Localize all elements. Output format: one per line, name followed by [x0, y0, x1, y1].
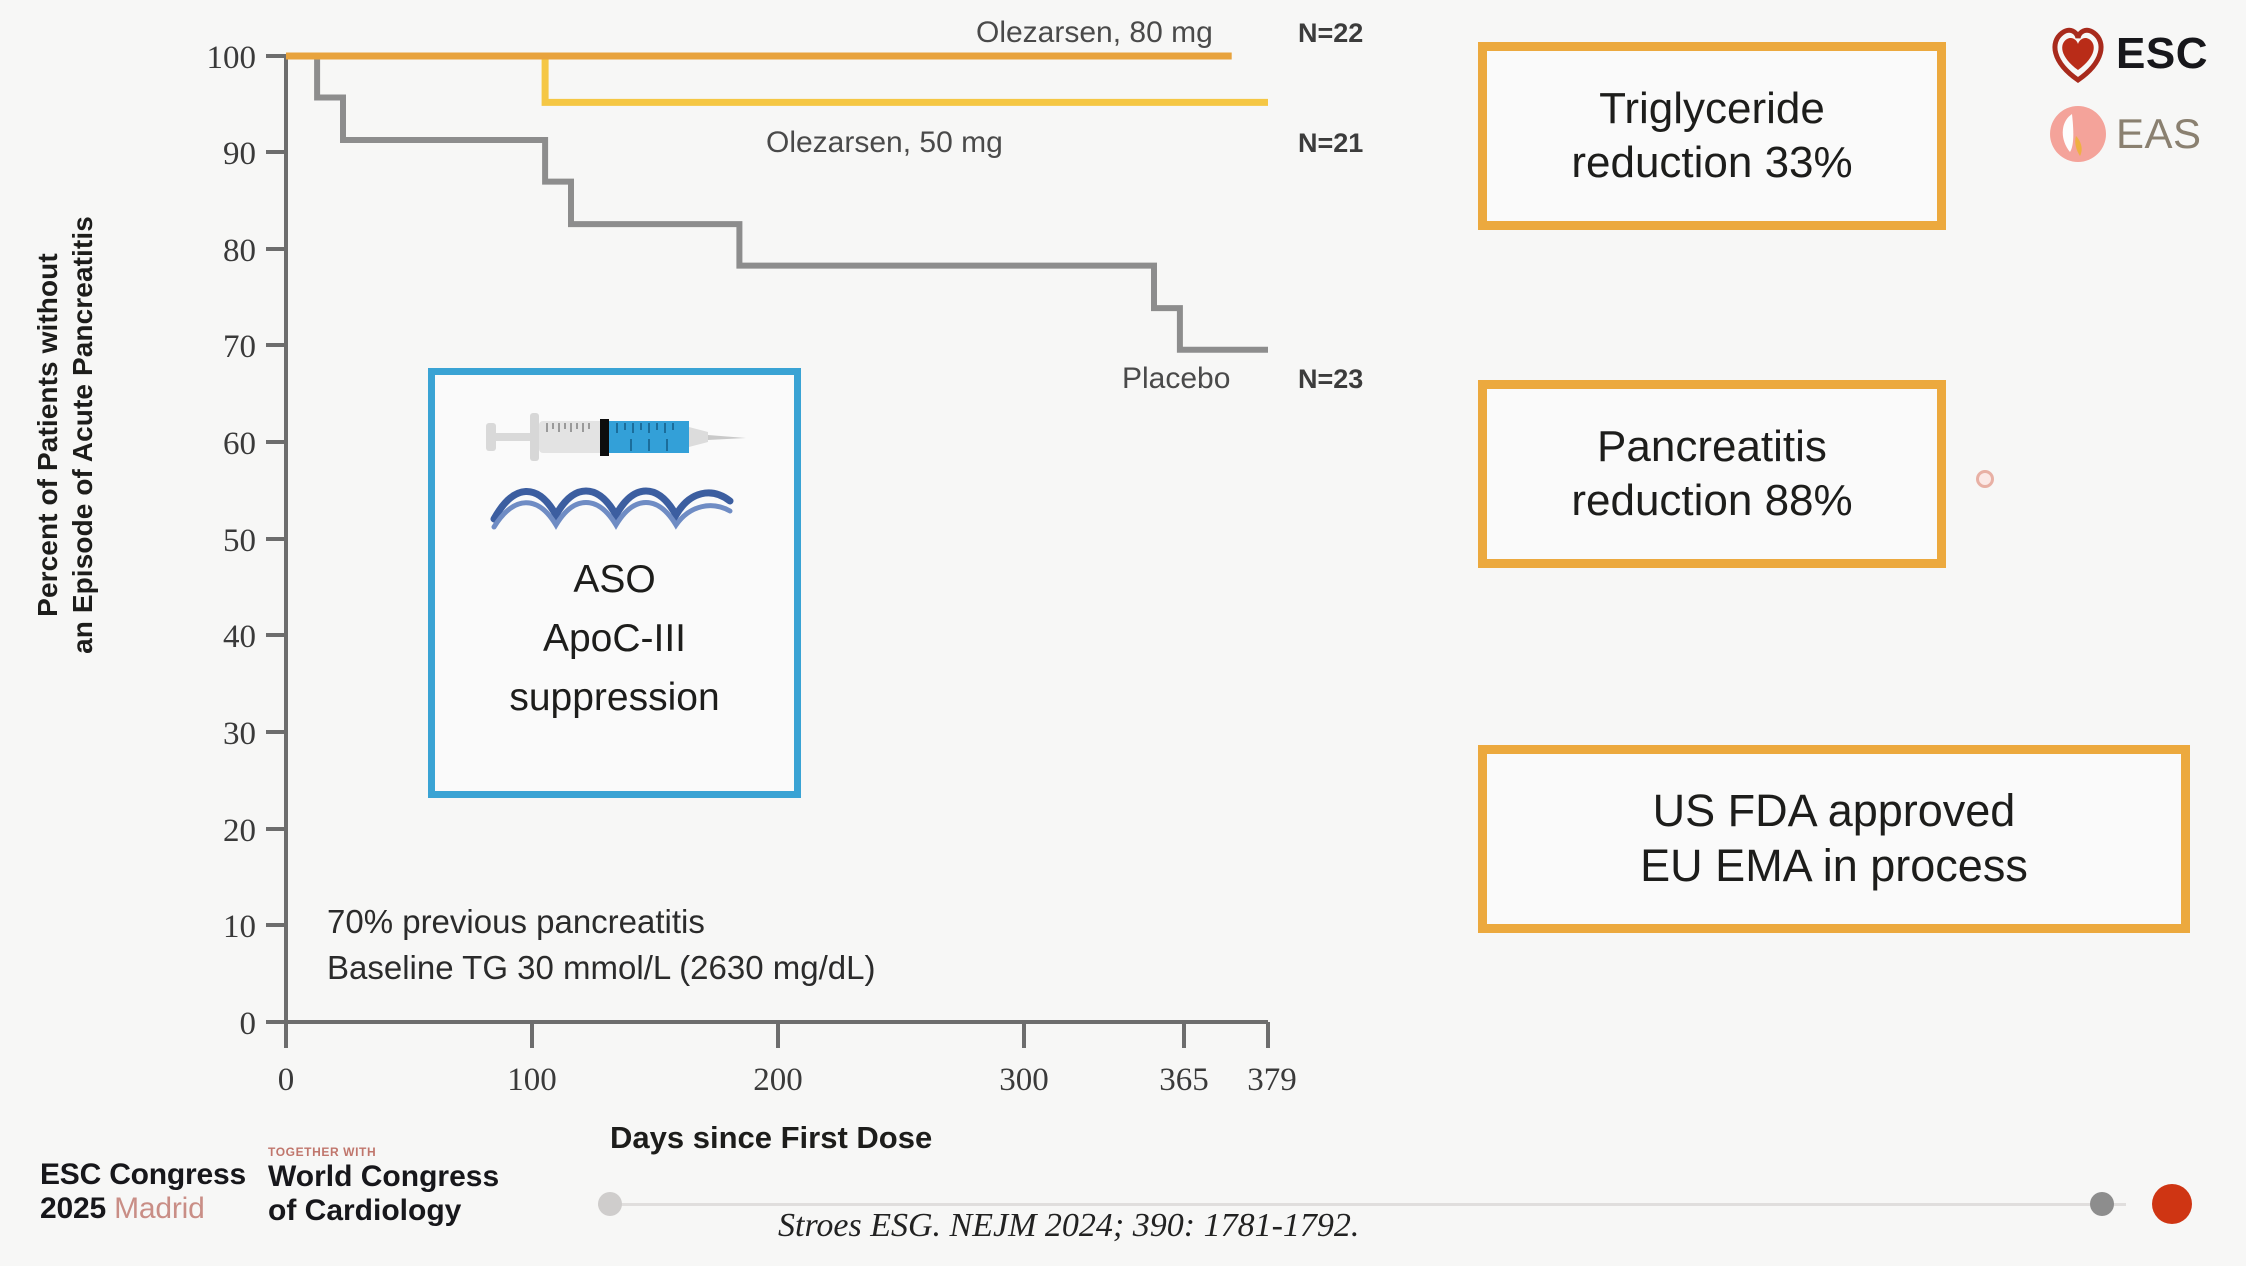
- label-olezarsen-50: Olezarsen, 50 mg: [766, 126, 1003, 159]
- slide-progress-line: [598, 1203, 2126, 1206]
- label-placebo: Placebo: [1122, 362, 1230, 395]
- eas-circle-logo-icon: [2050, 106, 2106, 162]
- n-placebo: N=23: [1298, 364, 1363, 394]
- y-tick-30: 30: [223, 716, 256, 752]
- y-tick-60: 60: [223, 426, 256, 462]
- y-tick-100: 100: [207, 40, 257, 76]
- wcc-line2: of Cardiology: [268, 1193, 462, 1227]
- callout-2-line2: reduction 88%: [1571, 476, 1853, 525]
- y-axis-title: Percent of Patients without an Episode o…: [30, 155, 100, 715]
- x-axis-tick-labels: 0 100 200 300 365 379: [278, 1062, 1297, 1098]
- esc-congress-line1: ESC Congress: [40, 1158, 246, 1191]
- y-axis-title-line2: an Episode of Acute Pancreatitis: [67, 216, 98, 654]
- callout-3-line2: EU EMA in process: [1640, 840, 2028, 891]
- callout-pancreatitis-reduction: Pancreatitis reduction 88%: [1478, 380, 1946, 568]
- n-olezarsen-50: N=21: [1298, 128, 1363, 158]
- aso-label-line1: ASO: [573, 558, 656, 601]
- esc-congress-city: Madrid: [114, 1191, 205, 1225]
- aso-info-box: ASO ApoC-III suppression: [428, 368, 801, 798]
- curve-placebo: [286, 53, 1268, 353]
- curve-olezarsen-50: [286, 52, 1268, 106]
- y-tick-80: 80: [223, 233, 256, 269]
- x-tick-0: 0: [278, 1062, 295, 1098]
- x-tick-300: 300: [999, 1062, 1049, 1098]
- esc-congress-logo: ESC Congress 2025 Madrid: [40, 1158, 246, 1225]
- aso-label-line2: ApoC-III: [542, 616, 687, 660]
- n-olezarsen-80: N=22: [1298, 18, 1363, 48]
- esc-congress-year: 2025: [40, 1191, 106, 1225]
- y-axis-title-line1: Percent of Patients without: [32, 253, 63, 617]
- y-tick-90: 90: [223, 136, 256, 172]
- y-axis-tick-labels: 100 90 80 70 60 50 40 30 20 10 0: [207, 40, 257, 1042]
- x-axis-ticks: [284, 1022, 1270, 1048]
- chart-svg: 100 90 80 70 60 50 40 30 20 10 0: [207, 16, 1364, 1098]
- y-tick-0: 0: [240, 1006, 257, 1042]
- y-tick-70: 70: [223, 329, 256, 365]
- callout-1-line1: Triglyceride: [1599, 84, 1825, 134]
- eas-logo: EAS: [2046, 94, 2236, 174]
- esc-logo: ESC: [2046, 14, 2236, 94]
- y-tick-20: 20: [223, 813, 256, 849]
- esc-logo-text: ESC: [2116, 29, 2208, 78]
- esc-congress-line2: 2025 Madrid: [40, 1192, 246, 1226]
- nav-dot-current[interactable]: [2152, 1184, 2192, 1224]
- kaplan-meier-chart: 100 90 80 70 60 50 40 30 20 10 0: [30, 16, 1364, 1155]
- world-congress-logo: TOGETHER WITH World Congress of Cardiolo…: [268, 1145, 499, 1227]
- x-tick-379: 379: [1247, 1062, 1297, 1098]
- callout-1-line2: reduction 33%: [1571, 138, 1853, 187]
- aso-label-line3: suppression: [509, 675, 720, 719]
- x-axis-title: Days since First Dose: [610, 1120, 933, 1155]
- annotation-baseline-tg: Baseline TG 30 mmol/L (2630 mg/dL): [327, 949, 876, 986]
- syringe-icon: [485, 413, 746, 461]
- wcc-line1: World Congress: [268, 1160, 500, 1193]
- callout-regulatory-status: US FDA approved EU EMA in process: [1478, 745, 2190, 933]
- dna-helix-icon: [490, 487, 733, 530]
- x-tick-200: 200: [753, 1062, 803, 1098]
- x-tick-100: 100: [507, 1062, 557, 1098]
- callout-2-line1: Pancreatitis: [1597, 422, 1827, 472]
- y-axis-ticks: [266, 54, 286, 1024]
- esc-heart-logo-icon: [2052, 27, 2104, 84]
- callout-3-line1: US FDA approved: [1652, 785, 2016, 837]
- stray-marker-dot: [1976, 470, 1994, 488]
- citation-reference: Stroes ESG. NEJM 2024; 390: 1781-1792.: [778, 1207, 1360, 1244]
- y-tick-50: 50: [223, 523, 256, 559]
- together-with-label: TOGETHER WITH: [268, 1145, 377, 1159]
- y-tick-10: 10: [223, 909, 256, 945]
- eas-logo-text: EAS: [2116, 110, 2202, 157]
- callout-triglyceride-reduction: Triglyceride reduction 33%: [1478, 42, 1946, 230]
- x-tick-365: 365: [1159, 1062, 1209, 1098]
- nav-dot-previous[interactable]: [2090, 1192, 2114, 1216]
- nav-dot-start[interactable]: [598, 1192, 622, 1216]
- y-tick-40: 40: [223, 619, 256, 655]
- logo-stack: ESC EAS: [2046, 14, 2236, 179]
- label-olezarsen-80: Olezarsen, 80 mg: [976, 16, 1213, 49]
- footer-branding: ESC Congress 2025 Madrid TOGETHER WITH W…: [40, 1145, 499, 1227]
- annotation-previous-pancreatitis: 70% previous pancreatitis: [327, 903, 705, 940]
